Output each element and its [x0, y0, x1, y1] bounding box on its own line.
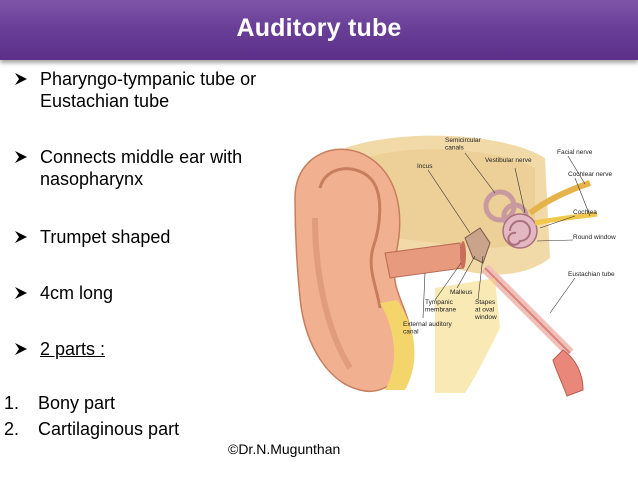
- bullet-item: 4cm long: [14, 282, 113, 304]
- numbered-item: 1. Bony part: [4, 393, 115, 414]
- label-incus: Incus: [417, 163, 433, 170]
- bullet-item: Connects middle ear with nasopharynx: [14, 146, 242, 190]
- arrow-bullet-icon: [14, 226, 40, 248]
- slide-title: Auditory tube: [236, 14, 402, 42]
- item-text: Cartilaginous part: [38, 419, 180, 439]
- bullet-text: Connects middle ear with nasopharynx: [40, 147, 243, 189]
- item-number: 1.: [4, 393, 20, 413]
- bullet-item: Pharyngo-tympanic tube or Eustachian tub…: [14, 68, 256, 112]
- label-facial-nerve: Facial nerve: [557, 149, 593, 156]
- bullet-text: Trumpet shaped: [40, 227, 171, 247]
- bullet-text: Pharyngo-tympanic tube or Eustachian tub…: [40, 69, 257, 111]
- arrow-bullet-icon: [14, 68, 40, 112]
- nerve: [528, 180, 591, 216]
- numbered-item: 2. Cartilaginous part: [4, 419, 179, 440]
- item-text: Bony part: [38, 393, 116, 413]
- bullet-text: 2 parts :: [40, 339, 106, 359]
- tympanic-membrane: [460, 241, 466, 269]
- title-bar: Auditory tube: [0, 0, 638, 60]
- label-cochlea: Cochlea: [573, 209, 597, 216]
- label-eustachian-tube: Eustachian tube: [568, 271, 615, 278]
- credit-text: ©Dr.N.Mugunthan: [228, 441, 341, 457]
- bullet-item: 2 parts :: [14, 338, 105, 360]
- bullet-text: 4cm long: [40, 283, 114, 303]
- bullet-item: Trumpet shaped: [14, 226, 170, 248]
- label-malleus: Malleus: [450, 289, 473, 296]
- label-cochlear-nerve: Cochlear nerve: [568, 171, 612, 178]
- ossicles: [464, 227, 491, 264]
- arrow-bullet-icon: [14, 282, 40, 304]
- label-round-window: Round window: [573, 234, 616, 241]
- arrow-bullet-icon: [14, 338, 40, 360]
- label-vestibular-nerve: Vestibular nerve: [485, 157, 532, 164]
- item-number: 2.: [4, 419, 20, 439]
- cochlea: [502, 213, 538, 249]
- arrow-bullet-icon: [14, 146, 40, 190]
